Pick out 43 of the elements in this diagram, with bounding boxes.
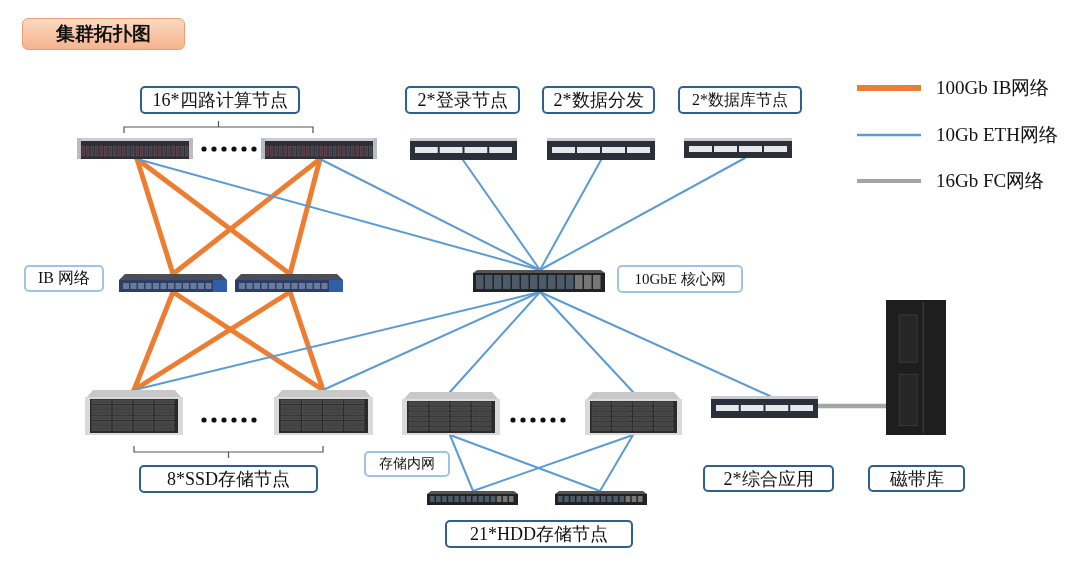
storage-server-drawing <box>83 390 185 435</box>
label-box: 16*四路计算节点 <box>140 86 300 114</box>
label-box: 2*数据库节点 <box>678 86 802 114</box>
rack-server-drawing <box>711 396 818 418</box>
network-switch-drawing <box>235 274 343 292</box>
label-box: 2*登录节点 <box>405 86 520 114</box>
label-box: 8*SSD存储节点 <box>139 465 318 493</box>
label-box: 2*综合应用 <box>703 465 834 492</box>
label-box: IB 网络 <box>24 265 104 292</box>
network-switch-drawing <box>427 491 518 505</box>
cable-line <box>319 158 541 271</box>
cable-line <box>462 159 541 271</box>
cable-line <box>449 434 474 492</box>
legend-label: 16Gb FC网络 <box>936 169 1045 193</box>
cable-line <box>539 159 602 271</box>
title-label: 集群拓扑图 <box>22 18 185 50</box>
legend-label: 100Gb IB网络 <box>936 76 1050 100</box>
storage-server-drawing <box>583 392 684 435</box>
storage-server-drawing <box>272 390 375 435</box>
legend-label: 10Gb ETH网络 <box>936 122 1058 147</box>
cable-line <box>539 291 771 397</box>
rack-server-drawing <box>410 138 517 160</box>
label-box: 存储内网 <box>364 451 450 477</box>
cable-line <box>599 434 634 492</box>
network-switch-drawing <box>119 274 227 292</box>
label-box: 2*数据分发 <box>542 86 655 114</box>
storage-server-drawing <box>400 392 502 435</box>
network-switch-drawing <box>473 270 605 292</box>
label-box: 10GbE 核心网 <box>617 265 743 293</box>
label-box: 21*HDD存储节点 <box>445 520 633 548</box>
rack-server-drawing <box>77 138 193 159</box>
rack-server-drawing <box>261 138 377 159</box>
label-box: 磁带库 <box>868 465 965 492</box>
network-switch-drawing <box>555 491 647 505</box>
cable-line <box>539 291 634 393</box>
rack-server-drawing <box>547 138 655 160</box>
tape-library-drawing <box>886 300 946 435</box>
cable-line <box>449 291 541 393</box>
cable-line <box>322 291 541 391</box>
rack-server-drawing <box>684 138 792 158</box>
cable-line <box>449 434 601 492</box>
cable-line <box>539 157 746 271</box>
cable-line <box>472 434 634 492</box>
